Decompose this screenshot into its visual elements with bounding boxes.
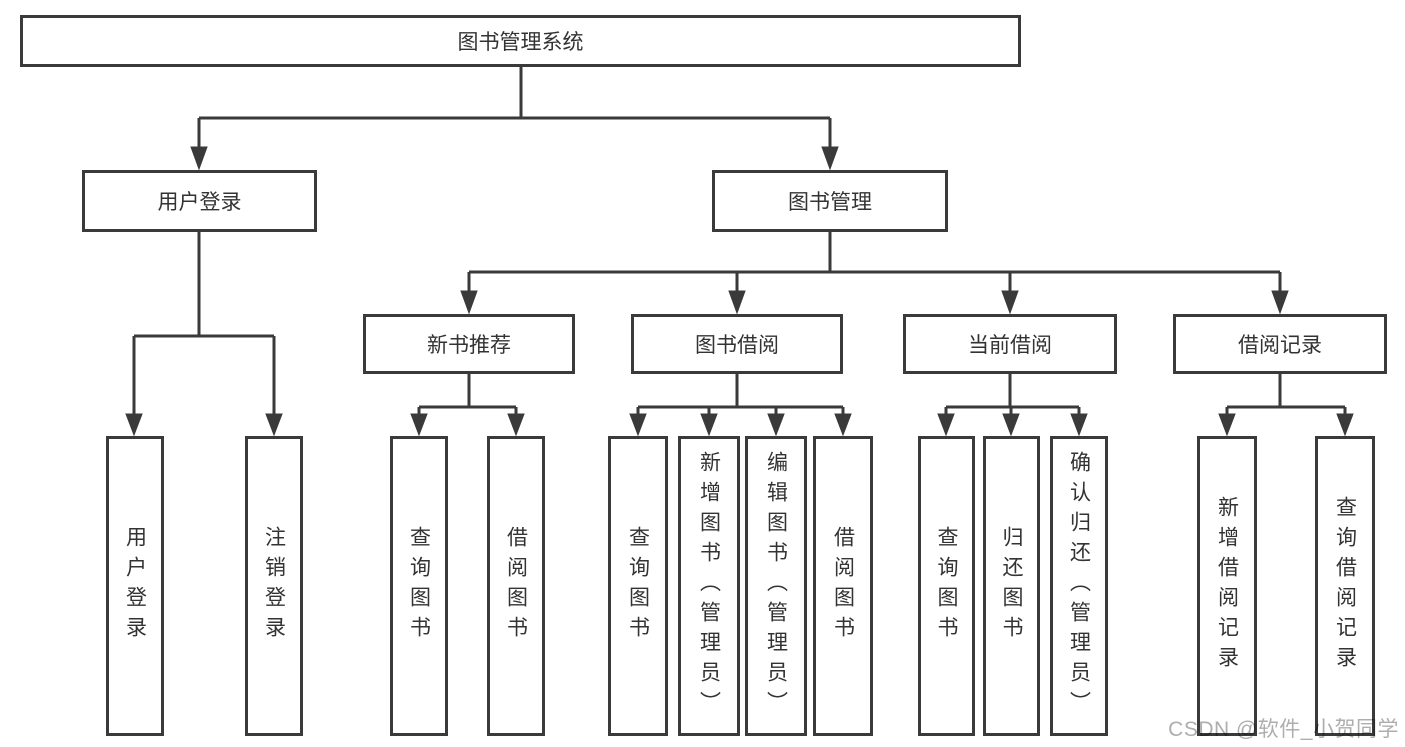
leaf-logout-login: 注销登录 (245, 436, 303, 736)
arrowhead-book-borrow (728, 290, 746, 315)
arrowhead-query-borrow-record (1336, 413, 1354, 437)
leaf-logout-login-label: 注销登录 (262, 526, 286, 646)
leaf-confirm-return-admin: 确认归还（管理员） (1050, 436, 1108, 736)
arrowhead-new-book-recommend (460, 290, 478, 315)
leaf-confirm-return-admin-label: 确认归还（管理员） (1067, 451, 1091, 721)
arrowhead-book-management (821, 146, 839, 171)
leaf-recommend-query-books-label: 查询图书 (407, 526, 431, 646)
arrowhead-leaf-logout (265, 413, 283, 437)
leaf-recommend-query-books: 查询图书 (390, 436, 448, 736)
leaf-add-book-admin: 新增图书（管理员） (678, 436, 740, 736)
leaf-edit-book-admin: 编辑图书（管理员） (745, 436, 807, 736)
arrowhead-cur-query-books (937, 413, 955, 437)
leaf-return-books: 归还图书 (983, 436, 1040, 736)
leaf-add-borrow-record: 新增借阅记录 (1197, 436, 1257, 736)
node-library-management-system: 图书管理系统 (20, 15, 1021, 67)
node-book-management: 图书管理 (712, 170, 948, 232)
leaf-user-login-label: 用户登录 (123, 526, 147, 646)
arrowhead-bor-query-books (629, 413, 647, 437)
node-user-login: 用户登录 (82, 170, 317, 232)
edge-recommend-to-leaves (417, 374, 518, 416)
leaf-return-books-label: 归还图书 (1000, 526, 1023, 646)
arrowhead-leaf-user-login (125, 413, 143, 437)
leaf-current-query-books: 查询图书 (918, 436, 975, 736)
edge-login-to-leaves (132, 232, 276, 416)
arrowhead-rec-query-books (410, 413, 428, 437)
leaf-borrow-books: 借阅图书 (813, 436, 873, 736)
leaf-borrow-books-label: 借阅图书 (831, 526, 855, 646)
arrowhead-bor-add-book (700, 413, 718, 437)
edge-records-to-leaves (1225, 374, 1347, 416)
edge-current-to-leaves (944, 374, 1081, 416)
leaf-borrow-query-books-label: 查询图书 (626, 526, 650, 646)
edge-mgmt-to-level3 (467, 232, 1282, 294)
leaf-user-login: 用户登录 (106, 436, 164, 736)
arrowhead-borrow-records (1271, 290, 1289, 315)
edge-root-to-level2 (197, 67, 832, 150)
arrowhead-cur-return-books (1002, 413, 1020, 437)
arrowhead-current-borrow (1001, 290, 1019, 315)
arrowhead-add-borrow-record (1218, 413, 1236, 437)
leaf-current-query-books-label: 查询图书 (935, 526, 958, 646)
arrowhead-user-login (190, 146, 208, 171)
edge-borrow-to-leaves (636, 374, 845, 416)
leaf-edit-book-admin-label: 编辑图书（管理员） (764, 451, 788, 721)
arrowhead-rec-borrow-books (507, 413, 525, 437)
leaf-query-borrow-record: 查询借阅记录 (1315, 436, 1375, 736)
leaf-query-borrow-record-label: 查询借阅记录 (1333, 496, 1357, 676)
leaf-recommend-borrow-books: 借阅图书 (487, 436, 545, 736)
node-current-borrow: 当前借阅 (903, 314, 1117, 374)
node-borrow-records: 借阅记录 (1173, 314, 1387, 374)
leaf-borrow-query-books: 查询图书 (608, 436, 668, 736)
arrowhead-bor-edit-book (767, 413, 785, 437)
arrowhead-bor-borrow-books (834, 413, 852, 437)
node-new-book-recommend: 新书推荐 (363, 314, 575, 374)
leaf-add-book-admin-label: 新增图书（管理员） (697, 451, 721, 721)
node-book-borrow: 图书借阅 (631, 314, 843, 374)
leaf-add-borrow-record-label: 新增借阅记录 (1215, 496, 1239, 676)
csdn-watermark: CSDN @软件_小贺同学 (1168, 718, 1399, 741)
leaf-recommend-borrow-books-label: 借阅图书 (504, 526, 528, 646)
arrowhead-cur-confirm-return (1070, 413, 1088, 437)
